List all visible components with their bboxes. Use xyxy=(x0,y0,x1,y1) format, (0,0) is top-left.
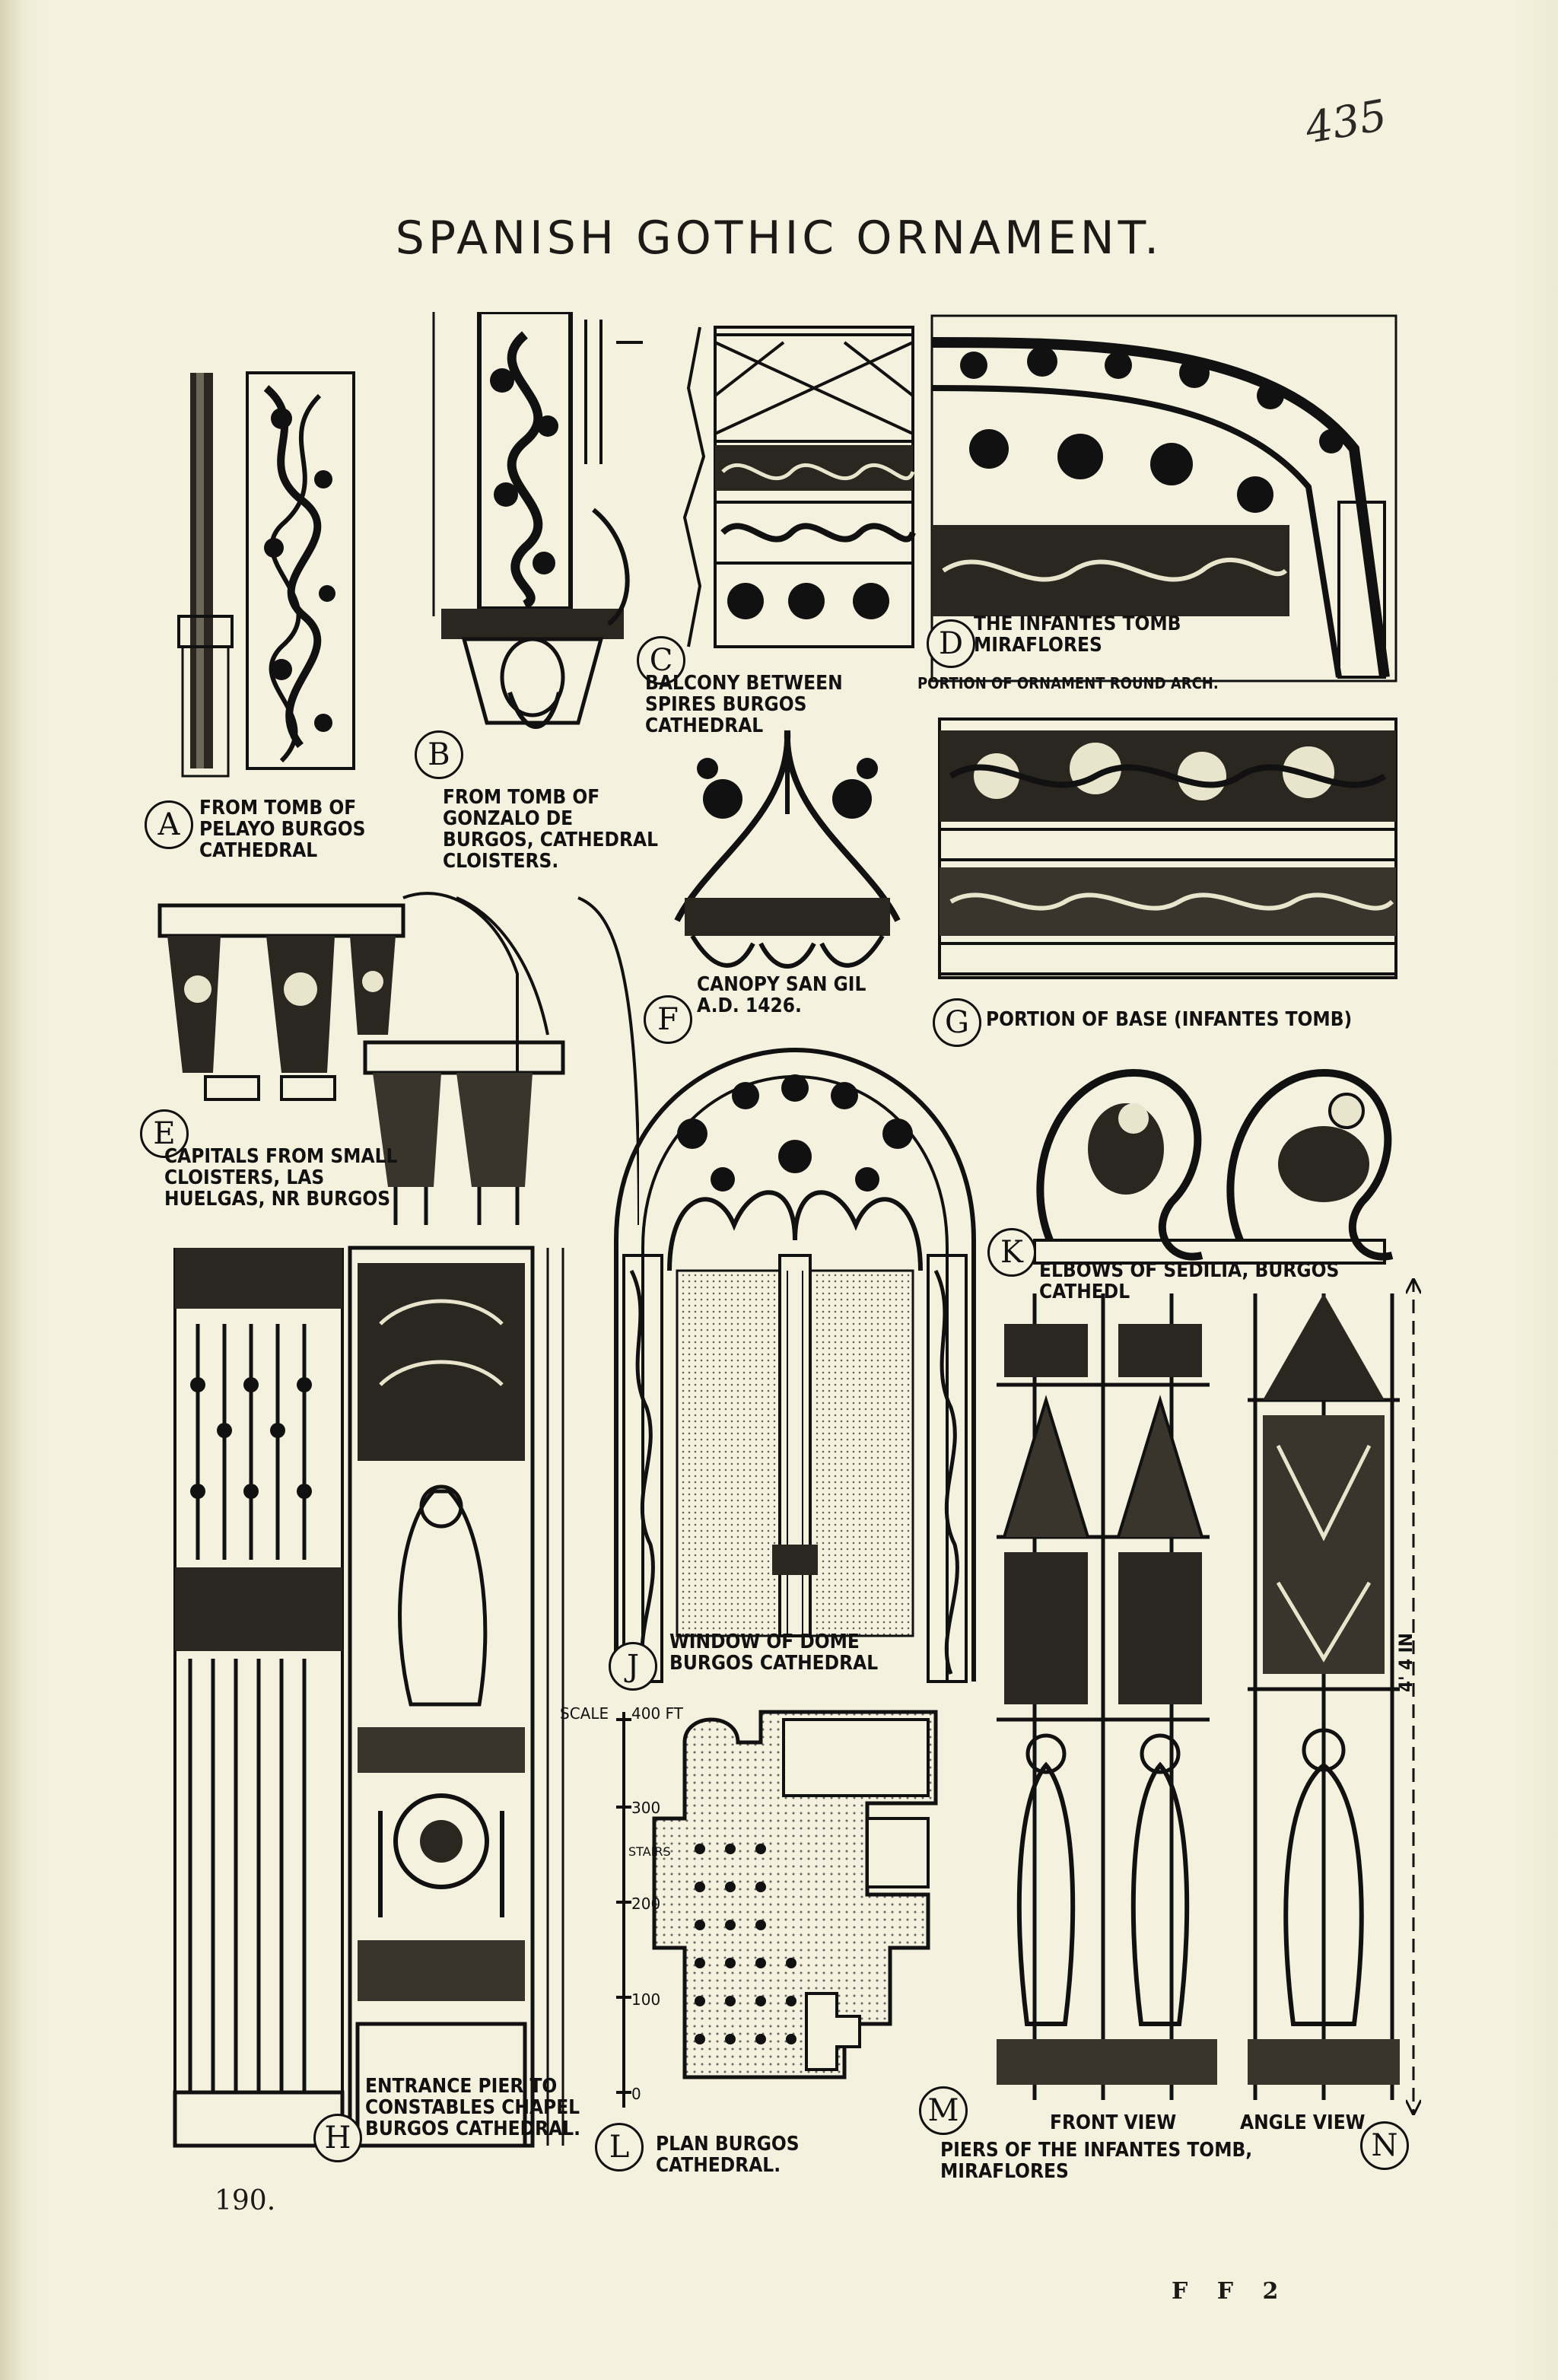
plate-n-dimension: 4' 4 IN xyxy=(1395,1633,1417,1692)
plate-g-caption: PORTION OF BASE (INFANTES TOMB) xyxy=(986,1008,1353,1031)
plan-scale-tick: 400 FT xyxy=(631,1704,683,1723)
plan-stairs-label: STAIRS xyxy=(628,1844,671,1859)
plate-e-caption: CAPITALS FROM SMALL CLOISTERS, LAS HUELG… xyxy=(164,1145,398,1211)
page-number: 190. xyxy=(215,2185,276,2216)
plate-m-caption: FRONT VIEW xyxy=(1050,2111,1177,2134)
plate-mn-shared-caption: PIERS OF THE INFANTES TOMB, MIRAFLORES xyxy=(940,2139,1253,2183)
handwritten-note: 435 xyxy=(1302,91,1391,154)
book-gutter xyxy=(0,0,21,2380)
plate-k-caption: ELBOWS OF SEDILIA, BURGOS CATHEDL xyxy=(1039,1259,1340,1303)
plate-g-illustration xyxy=(936,715,1400,982)
plate-c-balcony-caption: BALCONY BETWEEN SPIRES BURGOS CATHEDRAL xyxy=(645,672,843,737)
plate-m-illustration xyxy=(981,1293,1232,2108)
plate-f-illustration xyxy=(662,723,913,982)
plate-m-letter: M xyxy=(919,2086,968,2135)
plate-l-illustration xyxy=(555,1697,951,2123)
plate-a-illustration xyxy=(175,365,373,791)
plate-d-letter: D xyxy=(927,619,975,668)
plate-b-letter: B xyxy=(415,730,463,779)
plate-e-letter: E xyxy=(140,1109,189,1158)
plan-scale-tick: 100 xyxy=(631,1990,661,2009)
plate-e-illustration xyxy=(152,883,639,1225)
printer-signature: F F 2 xyxy=(1172,2278,1289,2305)
plate-a-letter: A xyxy=(145,800,193,849)
plate-g-letter: G xyxy=(933,998,981,1047)
plate-n-illustration xyxy=(1240,1293,1407,2108)
plate-f-letter: F xyxy=(644,995,692,1044)
plate-c-balcony-letter: C xyxy=(637,636,685,685)
plate-n-dimension-line xyxy=(1406,1278,1421,2115)
plan-scale-tick: 200 xyxy=(631,1895,661,1913)
plan-scale-label: SCALE xyxy=(560,1704,609,1723)
plate-d-illustration xyxy=(928,312,1400,685)
plate-j-illustration xyxy=(609,1042,981,1689)
page-title: SPANISH GOTHIC ORNAMENT. xyxy=(395,212,1163,265)
plate-h-illustration xyxy=(160,1233,571,2161)
plate-n-caption: ANGLE VIEW xyxy=(1240,2111,1366,2134)
plate-a-caption: FROM TOMB OF PELAYO BURGOS CATHEDRAL xyxy=(199,797,366,862)
plate-f-caption: CANOPY SAN GIL A.D. 1426. xyxy=(697,973,866,1017)
plan-scale-tick: 300 xyxy=(631,1799,661,1817)
plate-d-caption: THE INFANTES TOMB MIRAFLORES xyxy=(974,612,1181,657)
plate-k-illustration xyxy=(1019,1050,1400,1271)
plate-h-letter: H xyxy=(313,2114,362,2162)
plate-n-letter: N xyxy=(1360,2121,1409,2170)
plate-l-letter: L xyxy=(595,2123,644,2172)
plate-b-caption: FROM TOMB OF GONZALO DE BURGOS, CATHEDRA… xyxy=(443,786,658,873)
plate-d-subcaption: PORTION OF ORNAMENT ROUND ARCH. xyxy=(917,674,1219,692)
plan-scale-tick: 0 xyxy=(631,2085,641,2103)
plate-j-caption: WINDOW OF DOME BURGOS CATHEDRAL xyxy=(669,1631,879,1675)
plate-h-caption: ENTRANCE PIER TO CONSTABLES CHAPEL BURGO… xyxy=(365,2075,580,2140)
plate-b-illustration xyxy=(411,312,647,784)
plate-c-balcony-illustration xyxy=(654,320,920,654)
plate-k-letter: K xyxy=(987,1228,1036,1277)
plate-l-caption: PLAN BURGOS CATHEDRAL. xyxy=(656,2133,800,2177)
plate-j-letter: J xyxy=(609,1642,657,1691)
